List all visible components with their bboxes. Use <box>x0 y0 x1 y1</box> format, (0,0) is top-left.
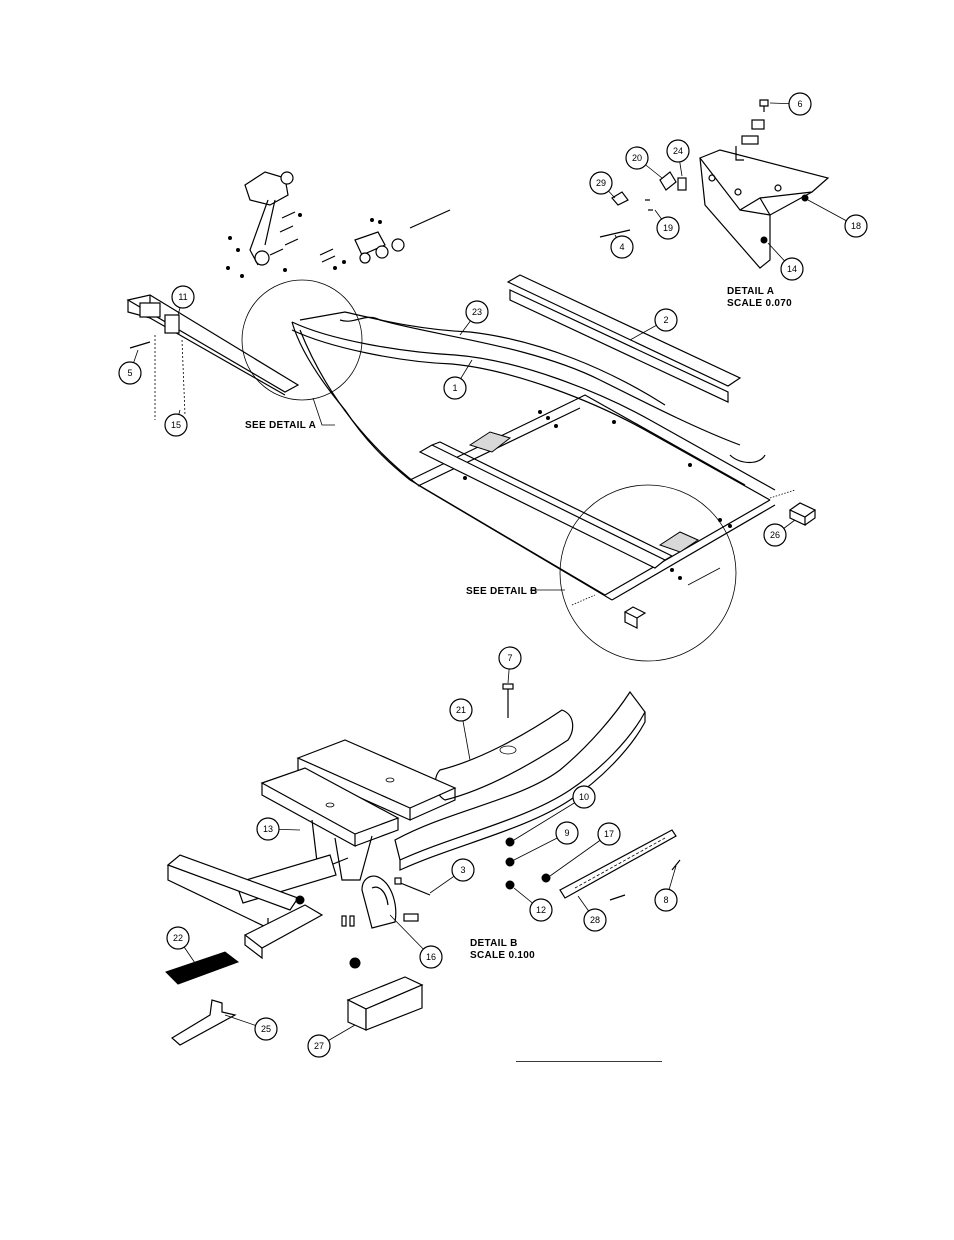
callout-balloon: 17 <box>549 822 621 877</box>
callout-balloon: 26 <box>763 519 796 547</box>
callout-balloon: 14 <box>767 242 804 281</box>
callout-balloon: 27 <box>307 1024 356 1058</box>
callout-label: 7 <box>507 653 512 663</box>
see-detail-a-label: SEE DETAIL A <box>245 420 316 431</box>
callout-label: 25 <box>261 1024 271 1034</box>
callout-balloon: 12 <box>513 887 553 922</box>
callout-balloons: 1 2 3 4 5 6 7 <box>118 92 868 1058</box>
callout-balloon: 16 <box>389 914 443 969</box>
callout-label: 2 <box>663 315 668 325</box>
callout-balloon: 1 <box>443 359 473 400</box>
callout-balloon: 21 <box>449 698 473 761</box>
callout-balloon: 3 <box>429 858 475 894</box>
callout-balloon: 5 <box>118 349 142 385</box>
callout-label: 5 <box>127 368 132 378</box>
callout-balloon: 6 <box>769 92 812 116</box>
callout-label: 29 <box>596 178 606 188</box>
callout-label: 6 <box>797 99 802 109</box>
drawing-labels: SEE DETAIL A SEE DETAIL B DETAIL A SCALE… <box>245 286 792 961</box>
callout-balloon: 22 <box>166 926 196 964</box>
detail-b-scale: SCALE 0.100 <box>470 950 535 961</box>
callout-label: 27 <box>314 1041 324 1051</box>
callout-balloon: 13 <box>256 817 301 841</box>
callout-balloon: 10 <box>513 785 596 841</box>
callout-label: 16 <box>426 952 436 962</box>
detail-a-view <box>599 99 830 269</box>
callout-label: 20 <box>632 153 642 163</box>
callout-label: 14 <box>787 264 797 274</box>
callout-balloon: 15 <box>164 409 188 437</box>
callout-balloon: 24 <box>666 139 690 177</box>
callout-balloon: 4 <box>610 234 634 259</box>
callout-label: 15 <box>171 420 181 430</box>
callout-balloon: 23 <box>459 300 489 336</box>
callout-label: 19 <box>663 223 673 233</box>
callout-label: 22 <box>173 933 183 943</box>
callout-balloon: 29 <box>589 171 616 199</box>
callout-balloon: 19 <box>654 209 680 240</box>
callout-label: 1 <box>452 383 457 393</box>
callout-label: 3 <box>460 865 465 875</box>
detail-b-view <box>165 683 681 1046</box>
callout-label: 24 <box>673 146 683 156</box>
callout-balloon: 11 <box>171 285 195 316</box>
detail-b-title: DETAIL B <box>470 938 518 949</box>
detail-a-scale: SCALE 0.070 <box>727 298 792 309</box>
callout-label: 4 <box>619 242 624 252</box>
callout-label: 18 <box>851 221 861 231</box>
callout-label: 10 <box>579 792 589 802</box>
footer-link-underline[interactable] <box>516 1047 662 1062</box>
callout-label: 8 <box>663 895 668 905</box>
callout-balloon: 25 <box>224 1014 278 1041</box>
callout-balloon: 18 <box>807 199 868 238</box>
callout-label: 23 <box>472 307 482 317</box>
callout-balloon: 20 <box>625 146 663 179</box>
callout-balloon: 8 <box>654 865 678 912</box>
callout-balloon: 9 <box>513 821 579 861</box>
trailer-frame <box>126 171 817 662</box>
callout-balloon: 28 <box>577 895 607 932</box>
callout-label: 28 <box>590 915 600 925</box>
callout-label: 21 <box>456 705 466 715</box>
callout-label: 9 <box>564 828 569 838</box>
callout-label: 11 <box>178 292 187 302</box>
see-detail-b-label: SEE DETAIL B <box>466 586 538 597</box>
callout-balloon: 2 <box>629 308 678 341</box>
callout-label: 26 <box>770 530 780 540</box>
callout-label: 17 <box>604 829 614 839</box>
callout-label: 13 <box>263 824 273 834</box>
callout-balloon: 7 <box>498 646 522 684</box>
detail-a-title: DETAIL A <box>727 286 774 297</box>
callout-label: 12 <box>536 905 546 915</box>
